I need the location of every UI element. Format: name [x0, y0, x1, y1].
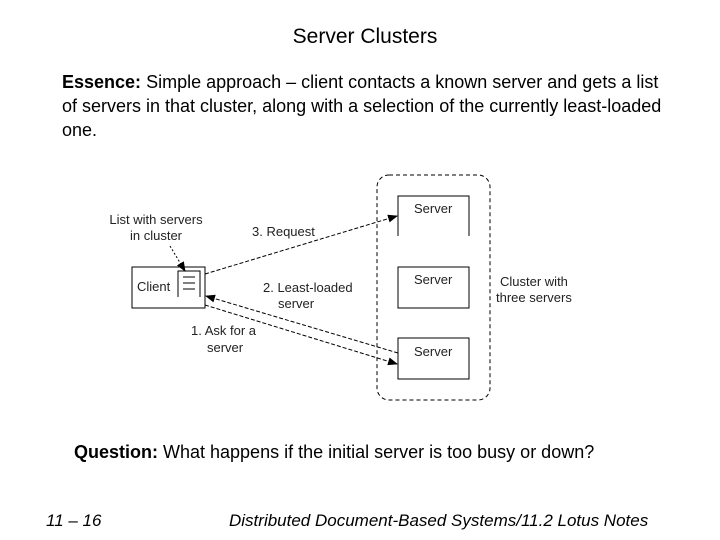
ask-arrow: [204, 304, 398, 366]
question-body: What happens if the initial server is to…: [158, 442, 595, 462]
step3-label: 3. Request: [252, 224, 315, 239]
request-arrow: [204, 214, 398, 275]
client-box: [131, 266, 206, 309]
least-loaded-arrow: [205, 294, 399, 354]
essence-text: Essence: Simple approach – client contac…: [62, 70, 662, 142]
server-box-2: [397, 266, 470, 309]
question-label: Question:: [74, 442, 158, 462]
cluster-boundary: [376, 174, 491, 401]
question-text: Question: What happens if the initial se…: [74, 442, 594, 463]
essence-label: Essence:: [62, 72, 142, 92]
server-box-1: [397, 195, 470, 236]
essence-body: Simple approach – client contacts a know…: [62, 72, 662, 140]
server-label-3: Server: [414, 344, 453, 359]
slide-title: Server Clusters: [292, 25, 438, 48]
page-number: 11 – 16: [46, 511, 102, 530]
server-label-2: Server: [414, 272, 453, 287]
list-pointer-arrow: [169, 245, 186, 272]
server-list-document-icon: [177, 270, 201, 297]
server-box-3: [397, 337, 470, 380]
server-label-1: Server: [414, 201, 453, 216]
course-footer: Distributed Document-Based Systems/11.2 …: [229, 511, 649, 530]
client-label: Client: [137, 279, 171, 294]
